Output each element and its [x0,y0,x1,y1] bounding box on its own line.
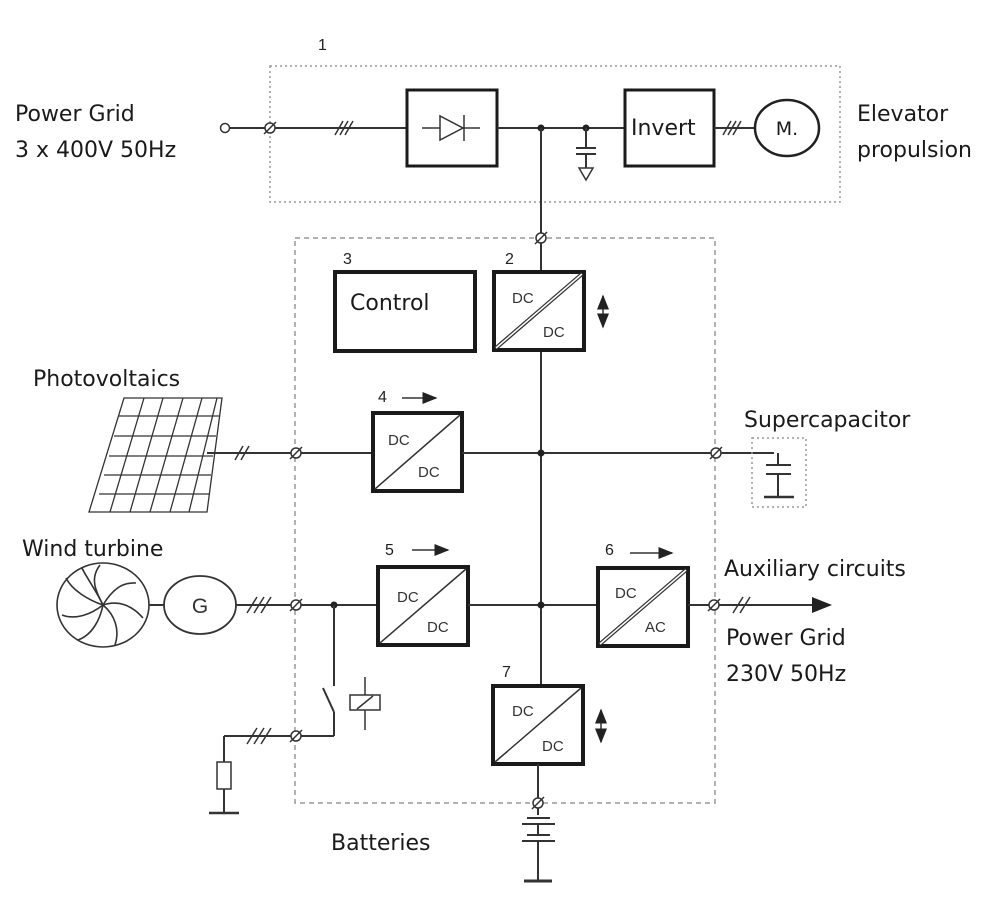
main-system-enclosure [294,237,716,804]
block-5-number: 5 [385,542,394,559]
batteries-label: Batteries [331,831,431,856]
diode-icon [422,114,480,142]
inverter-label: Invert [631,116,696,141]
battery-icon [522,817,555,883]
connector-icon [289,729,303,743]
three-phase-mark-icon [246,727,272,745]
switch-icon [322,687,335,736]
converter-4-top: DC [388,432,410,449]
block-1-enclosure [269,65,841,203]
block-7-number: 7 [502,664,511,681]
converter-7-bottom: DC [542,738,564,755]
supercapacitor-enclosure [751,437,807,508]
capacitor-ground-icon [576,128,596,182]
block-1-number: 1 [318,37,327,54]
elevator-label: Elevator [857,102,949,127]
connector-icon [289,598,303,612]
connector-icon [707,598,721,612]
power-grid-input-spec: 3 x 400V 50Hz [15,138,176,163]
converter-slash [374,414,461,490]
elevator-label-2: propulsion [857,138,972,163]
auxiliary-circuits-label: Auxiliary circuits [724,557,906,582]
converter-7-top: DC [512,703,534,720]
converter-5-top: DC [397,589,419,606]
photovoltaics-label: Photovoltaics [33,367,180,392]
power-grid-output-spec: 230V 50Hz [726,662,846,687]
motor-icon [753,98,821,158]
connector-icon [534,231,548,245]
converter-slash [494,687,582,763]
two-phase-mark-icon [732,596,751,614]
converter-slash-inner [599,569,687,645]
connector-icon [263,121,277,135]
grid-input-terminal [219,122,231,134]
motor-label: M. [776,118,798,140]
two-phase-mark-icon [234,445,250,461]
three-phase-mark-icon [246,596,272,614]
converter-6-top: DC [615,585,637,602]
supercapacitor-label: Supercapacitor [744,408,911,433]
supercapacitor-icon [764,453,794,499]
three-phase-mark-icon [722,120,742,136]
wind-turbine-icon [56,562,150,648]
converter-2-bottom: DC [543,324,565,341]
three-phase-mark-icon [334,120,354,136]
converter-2-top: DC [512,290,534,307]
block-2-number: 2 [505,251,514,268]
connector-icon [289,446,303,460]
converter-4-bottom: DC [418,464,440,481]
junction-dot [537,601,545,609]
converter-slash [379,568,467,644]
converter-6-bottom: AC [645,619,666,636]
block-6-number: 6 [605,542,614,559]
control-label: Control [350,291,430,316]
solar-panel-icon [88,397,223,513]
control-block [333,270,477,353]
converter-slash-inner [495,273,583,349]
power-grid-output-label: Power Grid [726,626,846,651]
junction-dot [537,449,545,457]
connector-icon [709,446,723,460]
connector-icon [531,796,545,810]
block-3-number: 3 [343,251,352,268]
relay-coil-icon [349,677,381,730]
power-grid-input-label: Power Grid [15,102,135,127]
resistor-ground-icon [209,736,239,815]
wind-turbine-label: Wind turbine [22,537,163,562]
block-4-number: 4 [378,389,387,406]
generator-label: G [192,595,208,618]
converter-5-bottom: DC [427,619,449,636]
